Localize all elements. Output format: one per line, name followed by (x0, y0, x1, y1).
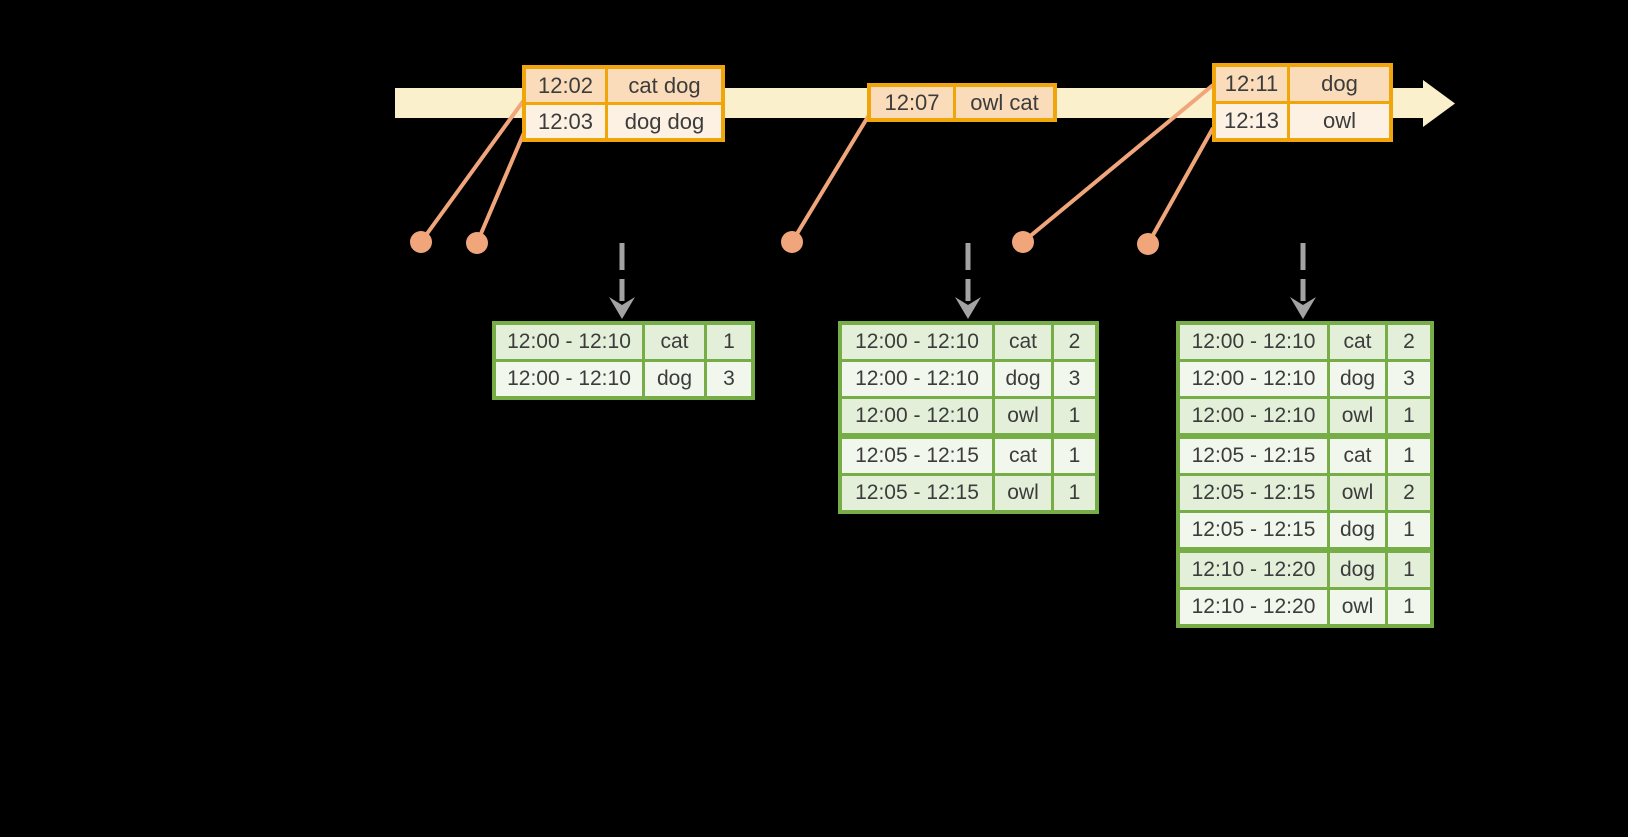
result-count: 2 (1388, 476, 1430, 510)
result-window: 12:00 - 12:10 (1180, 325, 1327, 359)
event-row: 12:02 cat dog (526, 69, 721, 102)
event-time-dots (410, 231, 1159, 255)
event-row: 12:11 dog (1216, 67, 1389, 101)
result-window: 12:00 - 12:10 (1180, 362, 1327, 396)
event-time: 12:02 (526, 69, 605, 102)
connector-line-1207 (790, 113, 871, 244)
trigger-arrowhead-icon-2 (955, 297, 981, 319)
result-count: 1 (1388, 399, 1430, 433)
event-dot-1203 (466, 232, 488, 254)
result-window: 12:00 - 12:10 (1180, 399, 1327, 433)
connector-line-1203 (475, 127, 528, 244)
event-table-3: 12:11 dog 12:13 owl (1212, 63, 1393, 142)
result-count: 1 (1054, 476, 1095, 510)
result-word: owl (995, 476, 1051, 510)
event-dot-1207 (781, 231, 803, 253)
trigger-arrowhead-icon-3 (1290, 297, 1316, 319)
result-window: 12:05 - 12:15 (1180, 476, 1327, 510)
result-count: 1 (1054, 439, 1095, 473)
connector-line-1211 (1021, 83, 1215, 244)
result-row: 12:00 - 12:10 cat 2 (1180, 325, 1430, 359)
result-word: cat (645, 325, 704, 359)
result-count: 1 (1388, 553, 1430, 587)
trigger-arrowhead-icon-1 (609, 297, 635, 319)
event-dot-1213 (1137, 233, 1159, 255)
event-row: 12:03 dog dog (526, 105, 721, 138)
result-window: 12:05 - 12:15 (842, 439, 992, 473)
event-time: 12:03 (526, 105, 605, 138)
result-row: 12:05 - 12:15 owl 2 (1180, 476, 1430, 510)
result-count: 1 (1054, 399, 1095, 433)
trigger-arrowheads (609, 297, 1316, 319)
result-count: 3 (1054, 362, 1095, 396)
event-connector-lines (419, 83, 1215, 245)
result-row: 12:05 - 12:15 cat 1 (842, 439, 1095, 473)
result-word: owl (1330, 476, 1385, 510)
result-count: 1 (1388, 513, 1430, 547)
result-table-3: 12:00 - 12:10 cat 2 12:00 - 12:10 dog 3 … (1176, 321, 1434, 628)
result-window: 12:05 - 12:15 (1180, 439, 1327, 473)
event-row: 12:13 owl (1216, 104, 1389, 138)
result-row: 12:00 - 12:10 dog 3 (842, 362, 1095, 396)
event-dot-1211 (1012, 231, 1034, 253)
result-word: dog (645, 362, 704, 396)
result-count: 3 (1388, 362, 1430, 396)
result-window: 12:00 - 12:10 (496, 325, 642, 359)
result-window: 12:00 - 12:10 (842, 399, 992, 433)
event-time: 12:13 (1216, 104, 1287, 138)
result-count: 1 (1388, 590, 1430, 624)
result-window: 12:05 - 12:15 (1180, 513, 1327, 547)
connector-line-1213 (1146, 127, 1215, 245)
result-row: 12:00 - 12:10 cat 2 (842, 325, 1095, 359)
event-words: owl (1290, 104, 1389, 138)
event-words: owl cat (956, 87, 1053, 118)
result-row: 12:00 - 12:10 owl 1 (1180, 399, 1430, 433)
result-word: dog (995, 362, 1051, 396)
result-window: 12:00 - 12:10 (842, 325, 992, 359)
result-row: 12:00 - 12:10 cat 1 (496, 325, 751, 359)
result-window: 12:05 - 12:15 (842, 476, 992, 510)
connector-line-1202 (419, 98, 526, 244)
result-word: cat (995, 439, 1051, 473)
event-row: 12:07 owl cat (871, 87, 1053, 118)
event-words: dog dog (608, 105, 721, 138)
result-window: 12:00 - 12:10 (842, 362, 992, 396)
result-word: dog (1330, 513, 1385, 547)
event-table-2: 12:07 owl cat (867, 83, 1057, 122)
result-window: 12:10 - 12:20 (1180, 590, 1327, 624)
event-table-1: 12:02 cat dog 12:03 dog dog (522, 65, 725, 142)
result-word: cat (995, 325, 1051, 359)
result-word: owl (995, 399, 1051, 433)
result-window: 12:00 - 12:10 (496, 362, 642, 396)
event-dot-1202 (410, 231, 432, 253)
result-word: cat (1330, 439, 1385, 473)
result-row: 12:05 - 12:15 cat 1 (1180, 439, 1430, 473)
result-row: 12:10 - 12:20 owl 1 (1180, 590, 1430, 624)
result-table-2: 12:00 - 12:10 cat 2 12:00 - 12:10 dog 3 … (838, 321, 1099, 514)
result-count: 2 (1388, 325, 1430, 359)
result-word: owl (1330, 399, 1385, 433)
result-table-1: 12:00 - 12:10 cat 1 12:00 - 12:10 dog 3 (492, 321, 755, 400)
event-words: cat dog (608, 69, 721, 102)
result-row: 12:05 - 12:15 dog 1 (1180, 513, 1430, 547)
event-time: 12:07 (871, 87, 953, 118)
result-word: dog (1330, 362, 1385, 396)
result-row: 12:00 - 12:10 owl 1 (842, 399, 1095, 433)
result-count: 1 (1388, 439, 1430, 473)
result-count: 1 (707, 325, 751, 359)
result-count: 3 (707, 362, 751, 396)
result-word: dog (1330, 553, 1385, 587)
result-row: 12:00 - 12:10 dog 3 (496, 362, 751, 396)
result-window: 12:10 - 12:20 (1180, 553, 1327, 587)
trigger-arrows (619, 243, 1306, 301)
result-count: 2 (1054, 325, 1095, 359)
timeline-arrowhead-icon (1423, 80, 1455, 127)
event-time: 12:11 (1216, 67, 1287, 101)
event-words: dog (1290, 67, 1389, 101)
result-row: 12:05 - 12:15 owl 1 (842, 476, 1095, 510)
result-word: cat (1330, 325, 1385, 359)
result-word: owl (1330, 590, 1385, 624)
result-row: 12:10 - 12:20 dog 1 (1180, 553, 1430, 587)
result-row: 12:00 - 12:10 dog 3 (1180, 362, 1430, 396)
